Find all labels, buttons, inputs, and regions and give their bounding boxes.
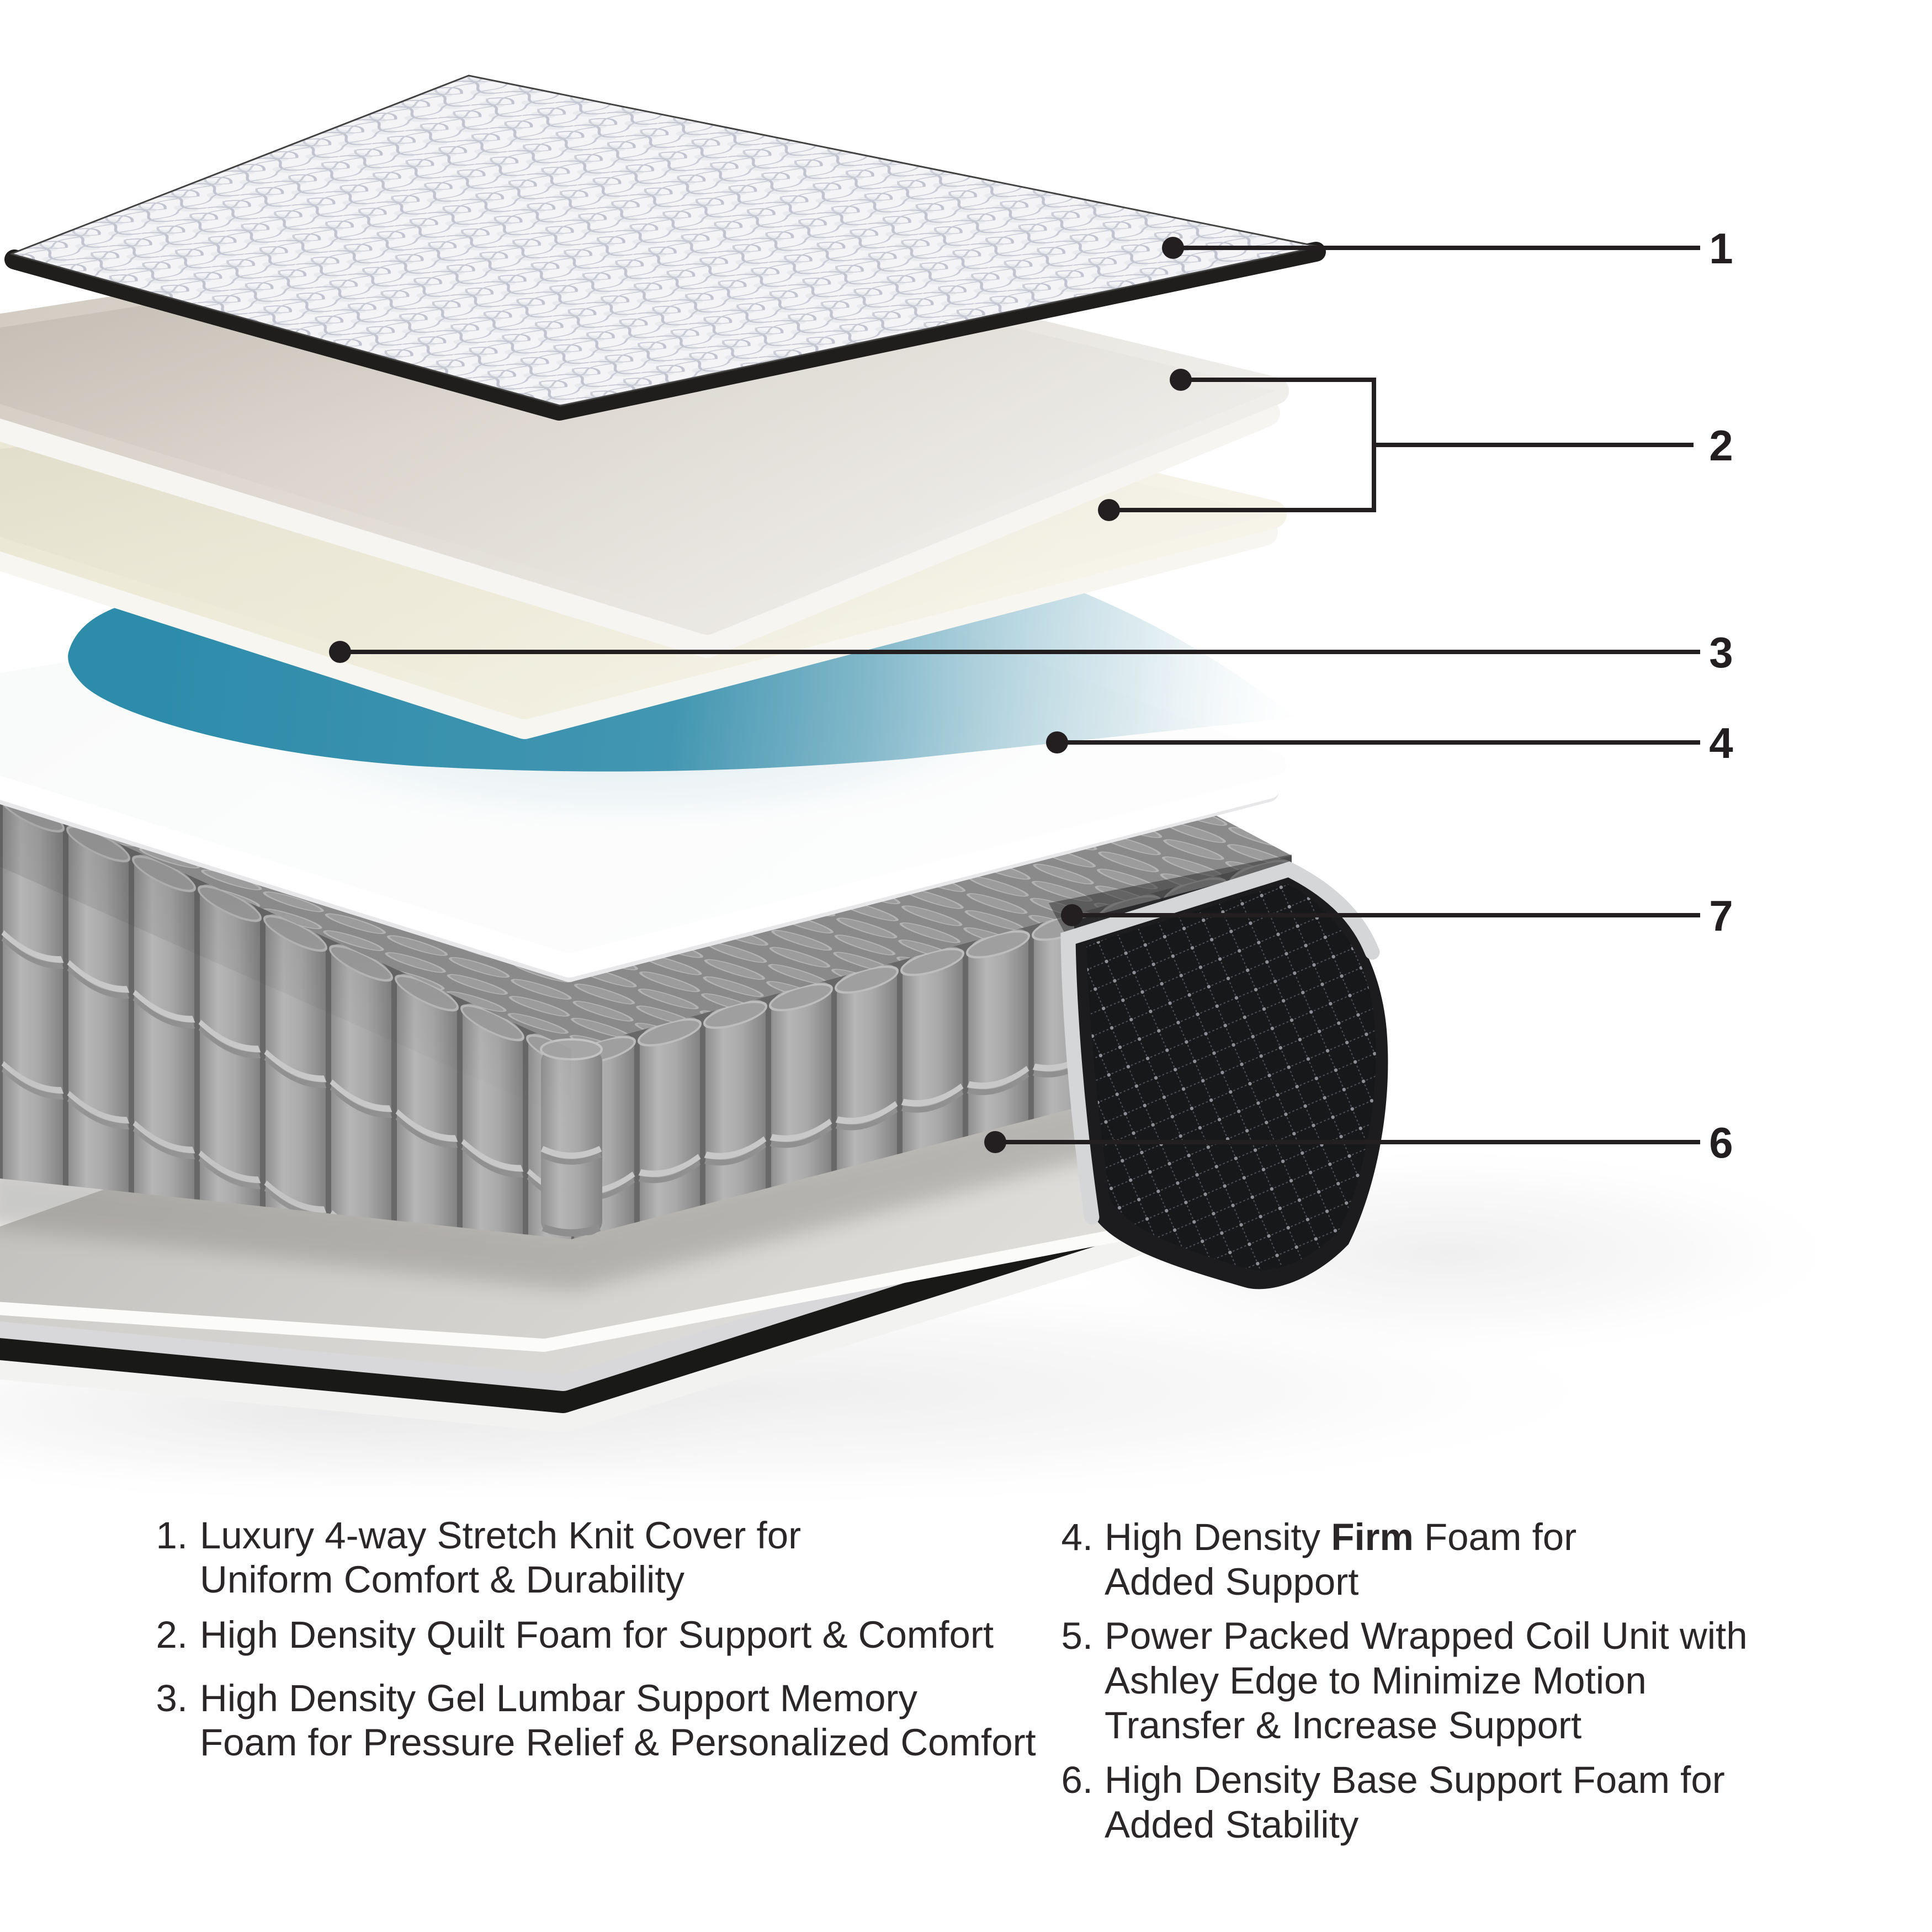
svg-text:4: 4 xyxy=(1709,719,1733,767)
svg-text:Transfer & Increase Support: Transfer & Increase Support xyxy=(1105,1704,1581,1747)
svg-text:High Density Firm Foam for: High Density Firm Foam for xyxy=(1105,1516,1577,1558)
svg-text:Uniform Comfort & Durability: Uniform Comfort & Durability xyxy=(200,1558,685,1601)
svg-text:Added Stability: Added Stability xyxy=(1105,1803,1359,1846)
svg-text:High Density Base Support Foam: High Density Base Support Foam for xyxy=(1105,1759,1725,1801)
svg-text:3: 3 xyxy=(1709,628,1733,677)
svg-text:6: 6 xyxy=(1709,1118,1733,1167)
svg-text:High Density Quilt Foam for Su: High Density Quilt Foam for Support & Co… xyxy=(200,1613,994,1656)
svg-text:2.: 2. xyxy=(156,1613,188,1656)
svg-text:3.: 3. xyxy=(156,1677,188,1719)
svg-text:6.: 6. xyxy=(1061,1759,1093,1801)
svg-text:Power Packed Wrapped Coil Unit: Power Packed Wrapped Coil Unit with xyxy=(1105,1615,1748,1657)
svg-text:5.: 5. xyxy=(1061,1615,1093,1657)
svg-text:Luxury 4-way Stretch Knit Cove: Luxury 4-way Stretch Knit Cover for xyxy=(200,1514,801,1557)
svg-text:1.: 1. xyxy=(156,1514,188,1557)
svg-text:2: 2 xyxy=(1709,421,1733,470)
svg-text:4.: 4. xyxy=(1061,1516,1093,1558)
svg-text:Foam for Pressure Relief & Per: Foam for Pressure Relief & Personalized … xyxy=(200,1721,1036,1764)
svg-text:7: 7 xyxy=(1709,891,1733,940)
svg-text:Ashley Edge to Minimize Motion: Ashley Edge to Minimize Motion xyxy=(1105,1659,1647,1702)
svg-text:Added Support: Added Support xyxy=(1105,1561,1358,1603)
svg-text:High Density Gel Lumbar Suppor: High Density Gel Lumbar Support Memory xyxy=(200,1677,918,1719)
svg-text:1: 1 xyxy=(1709,224,1733,273)
